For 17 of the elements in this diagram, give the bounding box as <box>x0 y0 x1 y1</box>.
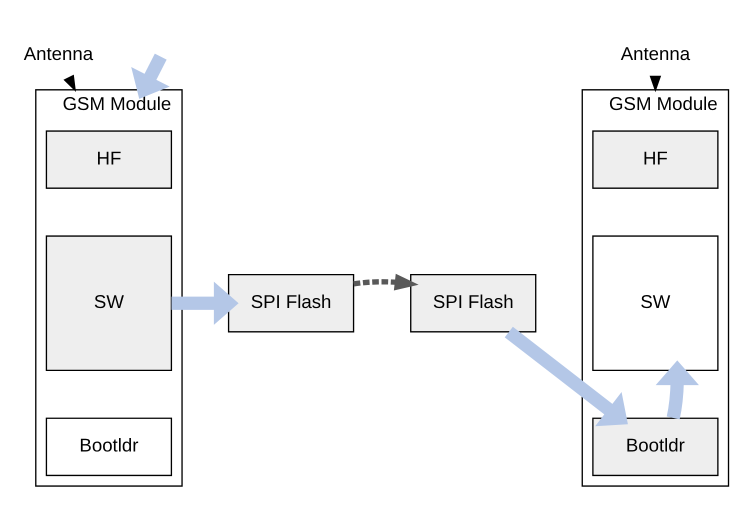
node-box: Bootldr <box>46 418 172 476</box>
node-text: Antenna <box>620 43 690 64</box>
node-box: SW <box>46 235 172 372</box>
arrow <box>172 282 239 325</box>
node-box: SPI Flash <box>410 274 536 332</box>
arrow <box>656 360 699 420</box>
arrow <box>131 54 170 99</box>
arrow <box>504 326 628 426</box>
arrow <box>353 274 419 290</box>
arrow <box>63 74 76 92</box>
node-text: Antenna <box>24 43 94 64</box>
node-box: HF <box>46 130 172 189</box>
arrow <box>650 76 662 92</box>
node-box: SW <box>592 235 719 372</box>
node-box: Bootldr <box>592 418 719 476</box>
node-box: HF <box>592 130 719 189</box>
node-box: SPI Flash <box>228 274 354 332</box>
